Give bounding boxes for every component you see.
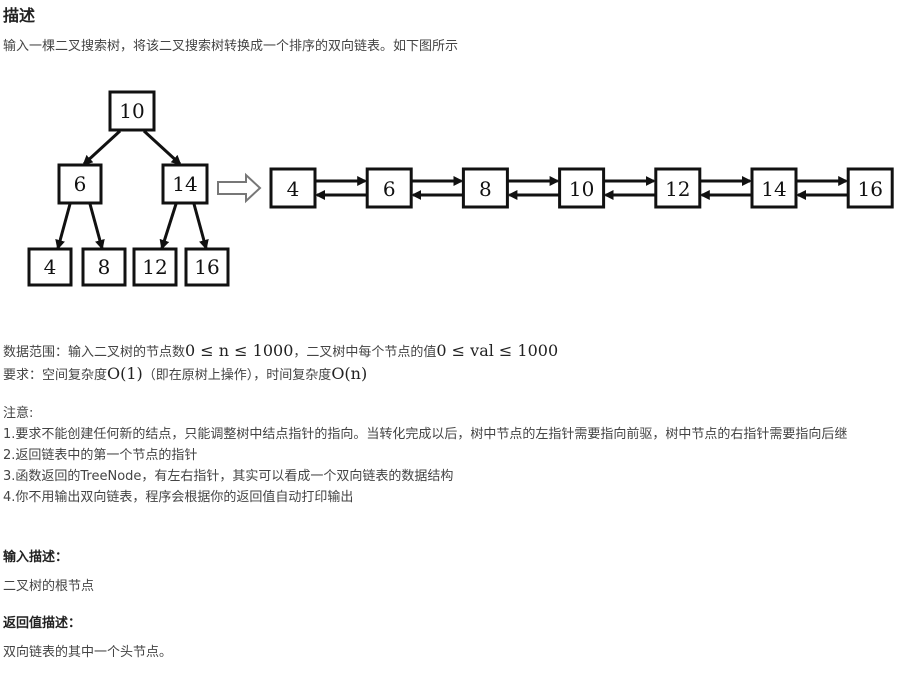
- input-desc-heading: 输入描述：: [3, 550, 69, 565]
- edge-6-4: [55, 203, 72, 250]
- tree-node-label: 6: [74, 172, 87, 196]
- tree-node-root: 10: [108, 90, 156, 132]
- time-complexity: O(n): [331, 364, 368, 383]
- edge-10-14: [142, 129, 182, 166]
- range-math-values: 0 ≤ val ≤ 1000: [436, 341, 559, 360]
- list-node-label: 10: [569, 177, 594, 201]
- space-complexity: O(1): [107, 364, 143, 383]
- list-node-label: 4: [287, 177, 300, 201]
- list-node: 16: [846, 167, 894, 209]
- edge-14-16: [192, 203, 209, 250]
- list-node-label: 8: [479, 177, 492, 201]
- edge-10-6: [82, 129, 122, 166]
- requirement-mid: （即在原树上操作），时间复杂度: [142, 368, 332, 383]
- edge-6-8: [88, 203, 105, 250]
- tree-node-label: 12: [142, 255, 167, 279]
- list-node: 4: [269, 167, 317, 209]
- list-node-label: 16: [857, 177, 882, 201]
- list-node: 8: [461, 167, 509, 209]
- tree-edges: [55, 129, 209, 250]
- list-node: 14: [750, 167, 798, 209]
- note-item: 1.要求不能创建任何新的结点，只能调整树中结点指针的指向。当转化完成以后，树中节…: [3, 427, 848, 442]
- range-math-nodes: 0 ≤ n ≤ 1000: [185, 341, 294, 360]
- notes-label: 注意:: [3, 406, 34, 421]
- tree-leaf-4: 16: [184, 247, 230, 287]
- range-mid: ，二叉树中每个节点的值: [293, 345, 437, 360]
- data-range-line: 数据范围：输入二叉树的节点数0 ≤ n ≤ 1000，二叉树中每个节点的值0 ≤…: [3, 340, 558, 364]
- linked-list: 4 6 8 10 12 14 16: [269, 167, 894, 209]
- note-item: 2.返回链表中的第一个节点的指针: [3, 448, 198, 463]
- range-prefix: 数据范围：输入二叉树的节点数: [3, 345, 186, 360]
- tree-leaf-2: 8: [81, 247, 127, 287]
- tree-node-label: 4: [44, 255, 57, 279]
- list-node: 10: [558, 167, 606, 209]
- description-intro: 输入一棵二叉搜索树，将该二叉搜索树转换成一个排序的双向链表。如下图所示: [3, 39, 459, 54]
- tree-node-label: 8: [98, 255, 111, 279]
- description-heading: 描述: [3, 6, 36, 25]
- note-item: 3.函数返回的TreeNode，有左右指针，其实可以看成一个双向链表的数据结构: [3, 469, 454, 484]
- edge-14-12: [159, 203, 178, 250]
- tree-leaf-3: 12: [132, 247, 178, 287]
- tree-node-right: 14: [161, 163, 209, 205]
- requirement-prefix: 要求：空间复杂度: [3, 368, 108, 383]
- transform-arrow-icon: [217, 172, 262, 204]
- tree-node-left: 6: [57, 163, 103, 205]
- list-node: 6: [365, 167, 413, 209]
- requirement-line: 要求：空间复杂度O(1)（即在原树上操作），时间复杂度O(n): [3, 363, 367, 387]
- note-item: 4.你不用输出双向链表，程序会根据你的返回值自动打印输出: [3, 490, 354, 505]
- tree-node-label: 14: [172, 172, 197, 196]
- return-desc-text: 双向链表的其中一个头节点。: [3, 645, 173, 660]
- list-node: 12: [654, 167, 702, 209]
- tree-leaf-1: 4: [27, 247, 73, 287]
- list-node-label: 14: [761, 177, 786, 201]
- list-node-label: 6: [383, 177, 396, 201]
- notes-section: 注意: 1.要求不能创建任何新的结点，只能调整树中结点指针的指向。当转化完成以后…: [3, 403, 903, 508]
- return-desc-heading: 返回值描述：: [3, 616, 82, 631]
- list-node-label: 12: [665, 177, 690, 201]
- input-desc-text: 二叉树的根节点: [3, 579, 95, 594]
- tree-node-label: 10: [119, 99, 144, 123]
- tree-node-label: 16: [194, 255, 219, 279]
